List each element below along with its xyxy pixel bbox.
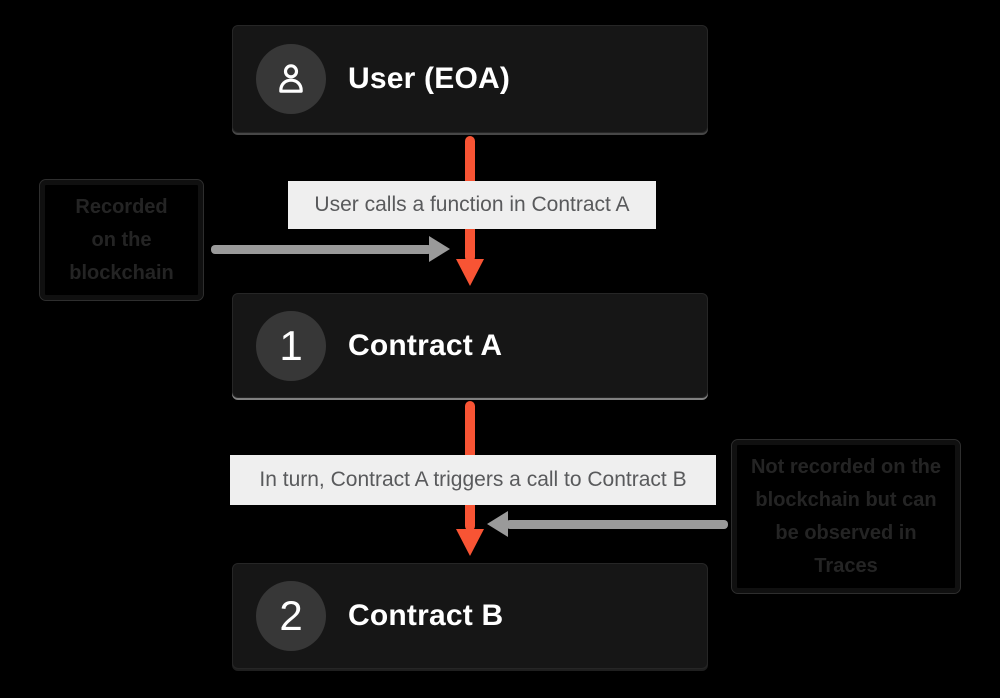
arrow-left-icon <box>487 511 508 537</box>
flow-label-user-call: User calls a function in Contract A <box>288 181 656 229</box>
annotation-not-recorded-traces: Not recorded on the blockchain but can b… <box>731 439 961 594</box>
annotation-arrow-recorded <box>211 245 432 254</box>
annotation-line: blockchain <box>69 261 174 284</box>
user-badge <box>256 44 326 114</box>
annotation-line: be observed in <box>775 521 917 544</box>
node-contract-a: 1 Contract A <box>232 293 708 398</box>
arrow-down-icon <box>456 259 484 286</box>
node-label: User (EOA) <box>348 62 511 95</box>
step-badge-2: 2 <box>256 581 326 651</box>
node-label: Contract B <box>348 599 504 632</box>
annotation-line: Not recorded on the <box>750 455 941 478</box>
node-label: Contract A <box>348 328 503 362</box>
annotation-arrow-not-recorded <box>506 520 728 529</box>
step-number: 1 <box>279 321 303 369</box>
flow-label-contract-call: In turn, Contract A triggers a call to C… <box>230 455 716 505</box>
annotation-line: Traces <box>814 554 878 577</box>
annotation-line: blockchain but can <box>755 488 937 511</box>
flow-label-text: User calls a function in Contract A <box>314 193 630 216</box>
user-icon <box>279 64 303 93</box>
node-user-eoa: User (EOA) <box>232 25 708 133</box>
step-number: 2 <box>279 592 303 639</box>
flow-label-text: In turn, Contract A triggers a call to C… <box>259 468 687 491</box>
annotation-line: on the <box>91 228 152 251</box>
step-badge-1: 1 <box>256 310 326 381</box>
annotation-line: Recorded <box>75 195 168 218</box>
annotation-recorded-on-blockchain: Recorded on the blockchain <box>39 179 204 301</box>
node-contract-b: 2 Contract B <box>232 563 708 669</box>
arrow-right-icon <box>429 236 450 262</box>
arrow-down-icon <box>456 529 484 556</box>
